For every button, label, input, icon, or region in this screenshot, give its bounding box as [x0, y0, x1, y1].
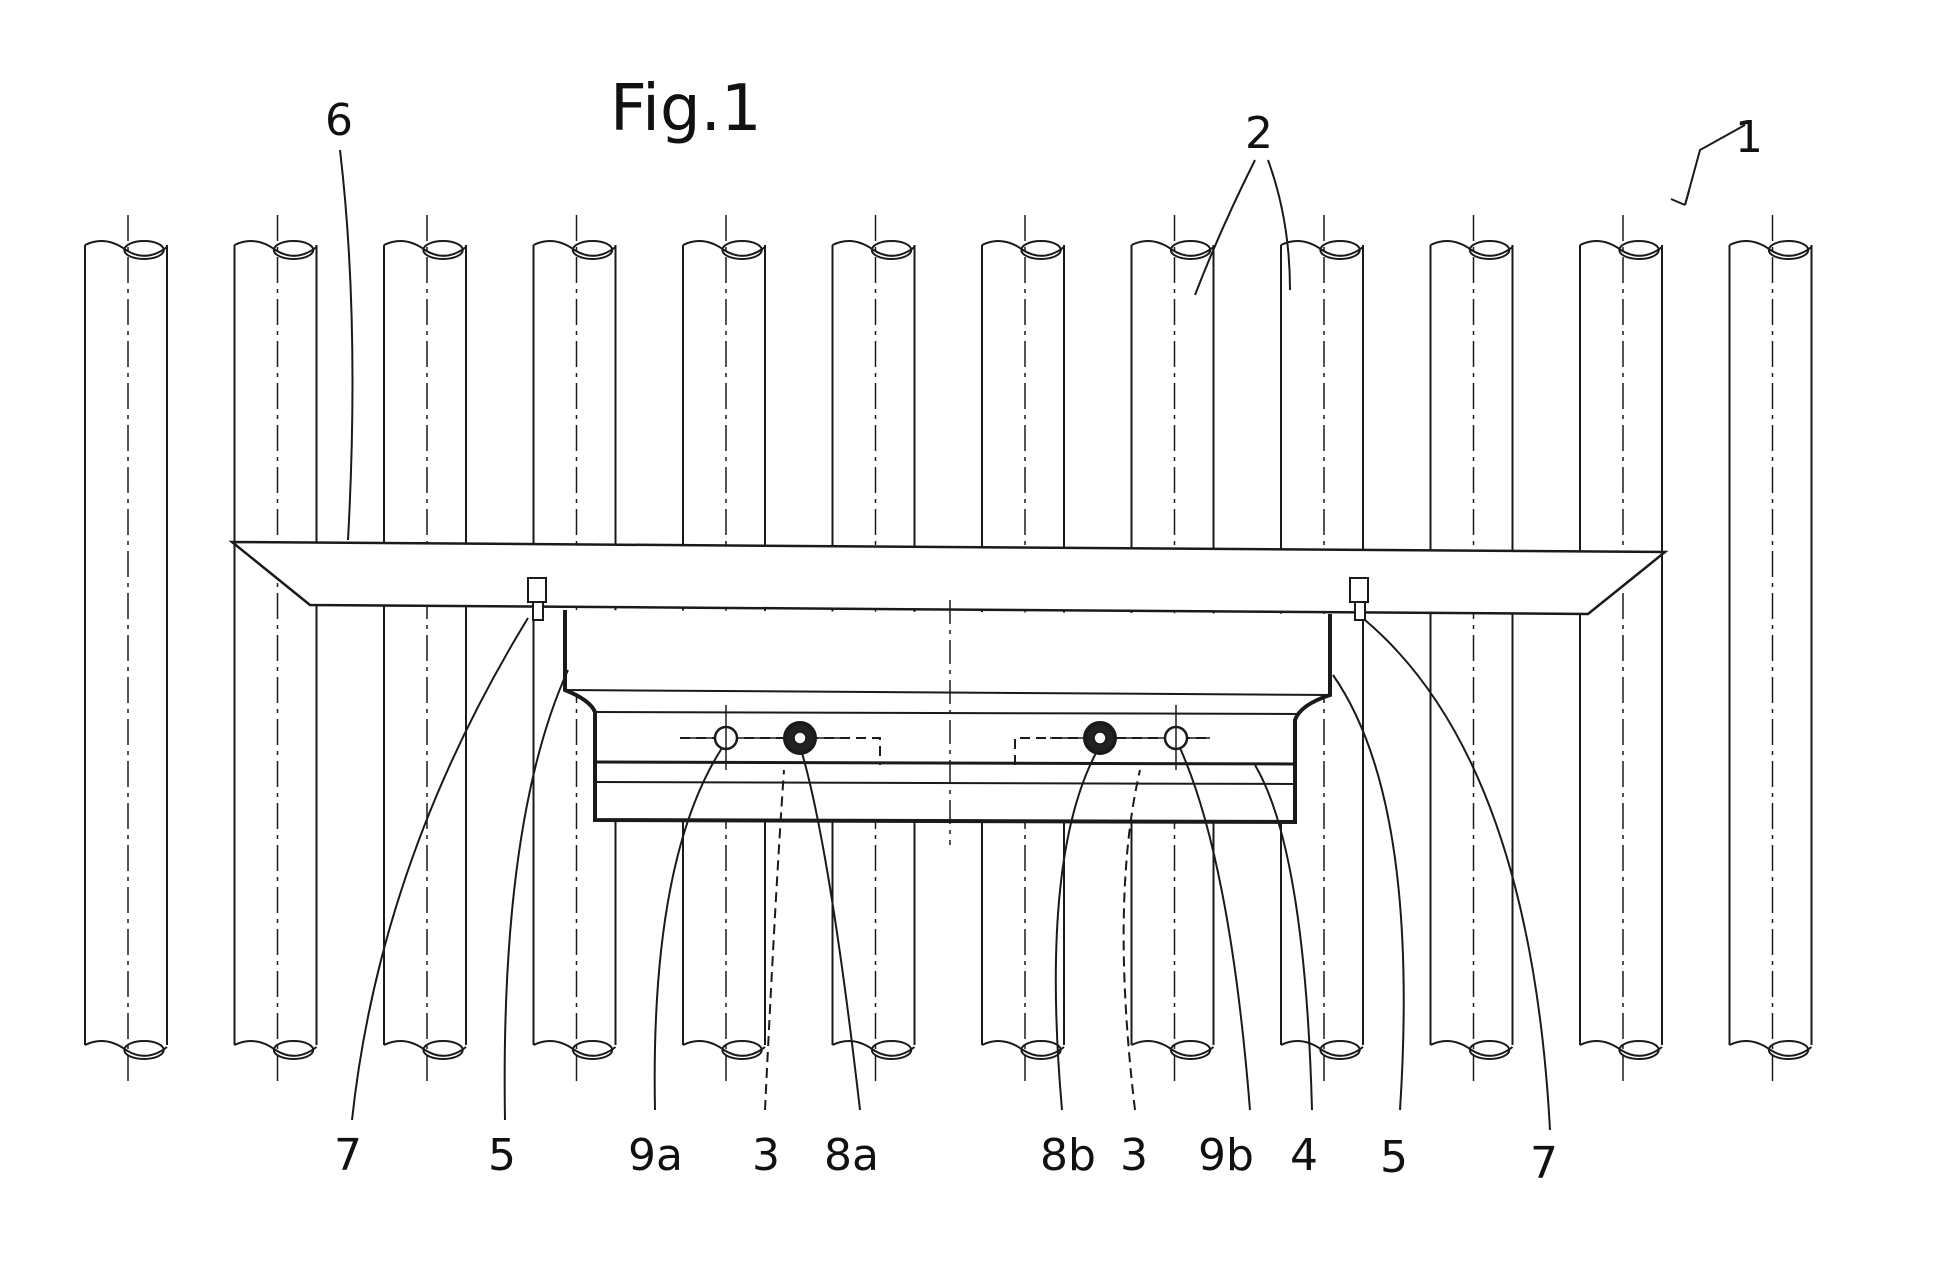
frame-5: [565, 610, 1330, 822]
element-8b-core: [1094, 732, 1106, 744]
ref-label-2: 2: [1245, 108, 1273, 159]
ref-label-6: 6: [325, 95, 353, 146]
ref-label-1: 1: [1735, 112, 1763, 163]
ref-label-3-left: 3: [752, 1130, 780, 1181]
ref-label-5-right: 5: [1380, 1132, 1408, 1183]
figure-title: Fig.1: [610, 72, 762, 146]
ref-label-9a: 9a: [628, 1130, 683, 1181]
clamp-7-left-stem: [533, 602, 543, 620]
ref-label-3-right: 3: [1120, 1130, 1148, 1181]
clamp-7-right-stem: [1355, 602, 1365, 620]
clamp-7-left: [528, 578, 546, 602]
bar-6: [232, 542, 1665, 614]
ref-label-5-left: 5: [488, 1130, 516, 1181]
ref-label-4: 4: [1290, 1130, 1318, 1181]
ref-label-8a: 8a: [824, 1130, 879, 1181]
element-8a-core: [794, 732, 806, 744]
ref-label-9b: 9b: [1198, 1130, 1254, 1181]
ref-label-7-right: 7: [1530, 1138, 1558, 1189]
ref-label-7-left: 7: [334, 1130, 362, 1181]
ref-label-8b: 8b: [1040, 1130, 1096, 1181]
rail-middle: [595, 762, 1295, 764]
clamp-7-right: [1350, 578, 1368, 602]
